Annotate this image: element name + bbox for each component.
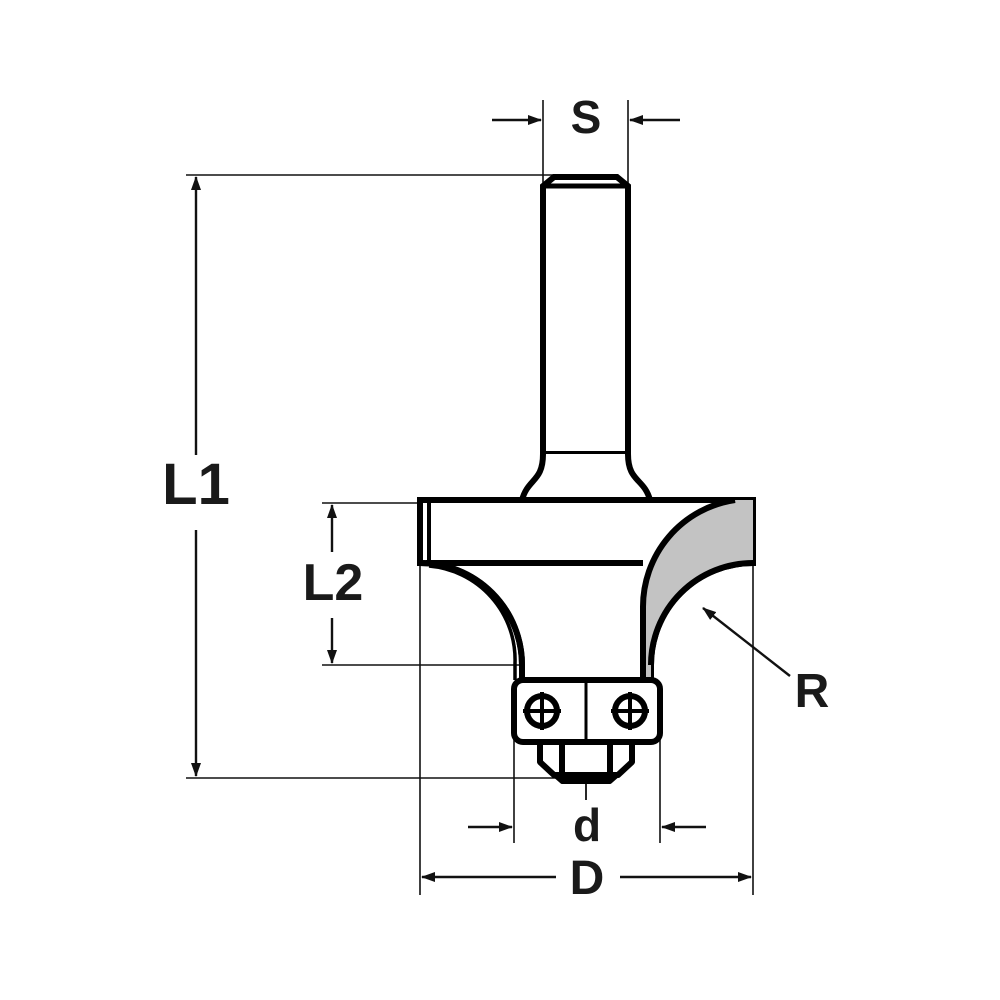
dim-label-l2: L2 — [303, 554, 364, 612]
right-outer-radius-arc — [648, 560, 754, 666]
dim-leader-r — [702, 607, 791, 677]
dim-label-d-minor: d — [573, 799, 601, 851]
hex-nut-bottom-chamfer — [552, 773, 620, 784]
left-cutting-edge-outer-arc — [419, 560, 525, 680]
hex-nut — [537, 739, 635, 778]
dim-label-d-major: D — [570, 852, 605, 905]
dim-label-s: S — [571, 91, 602, 143]
dimension-lines — [191, 115, 791, 882]
hex-nut-assembly — [537, 739, 635, 784]
shank-fillet-left — [519, 451, 546, 503]
dim-label-l1: L1 — [162, 452, 230, 517]
guide-bearing-assembly — [511, 677, 663, 745]
dimension-labels: S L1 L2 R d D — [162, 91, 829, 905]
shank-fillet-fill — [522, 454, 650, 500]
shank-assembly — [540, 174, 631, 457]
right-cut-profile-curve — [639, 497, 736, 680]
dim-label-r: R — [795, 665, 830, 718]
left-cutting-edge-relief-arc — [428, 564, 517, 680]
shank-fillet-right — [625, 451, 653, 503]
radius-profile-shading — [642, 500, 753, 680]
shank — [540, 174, 631, 457]
